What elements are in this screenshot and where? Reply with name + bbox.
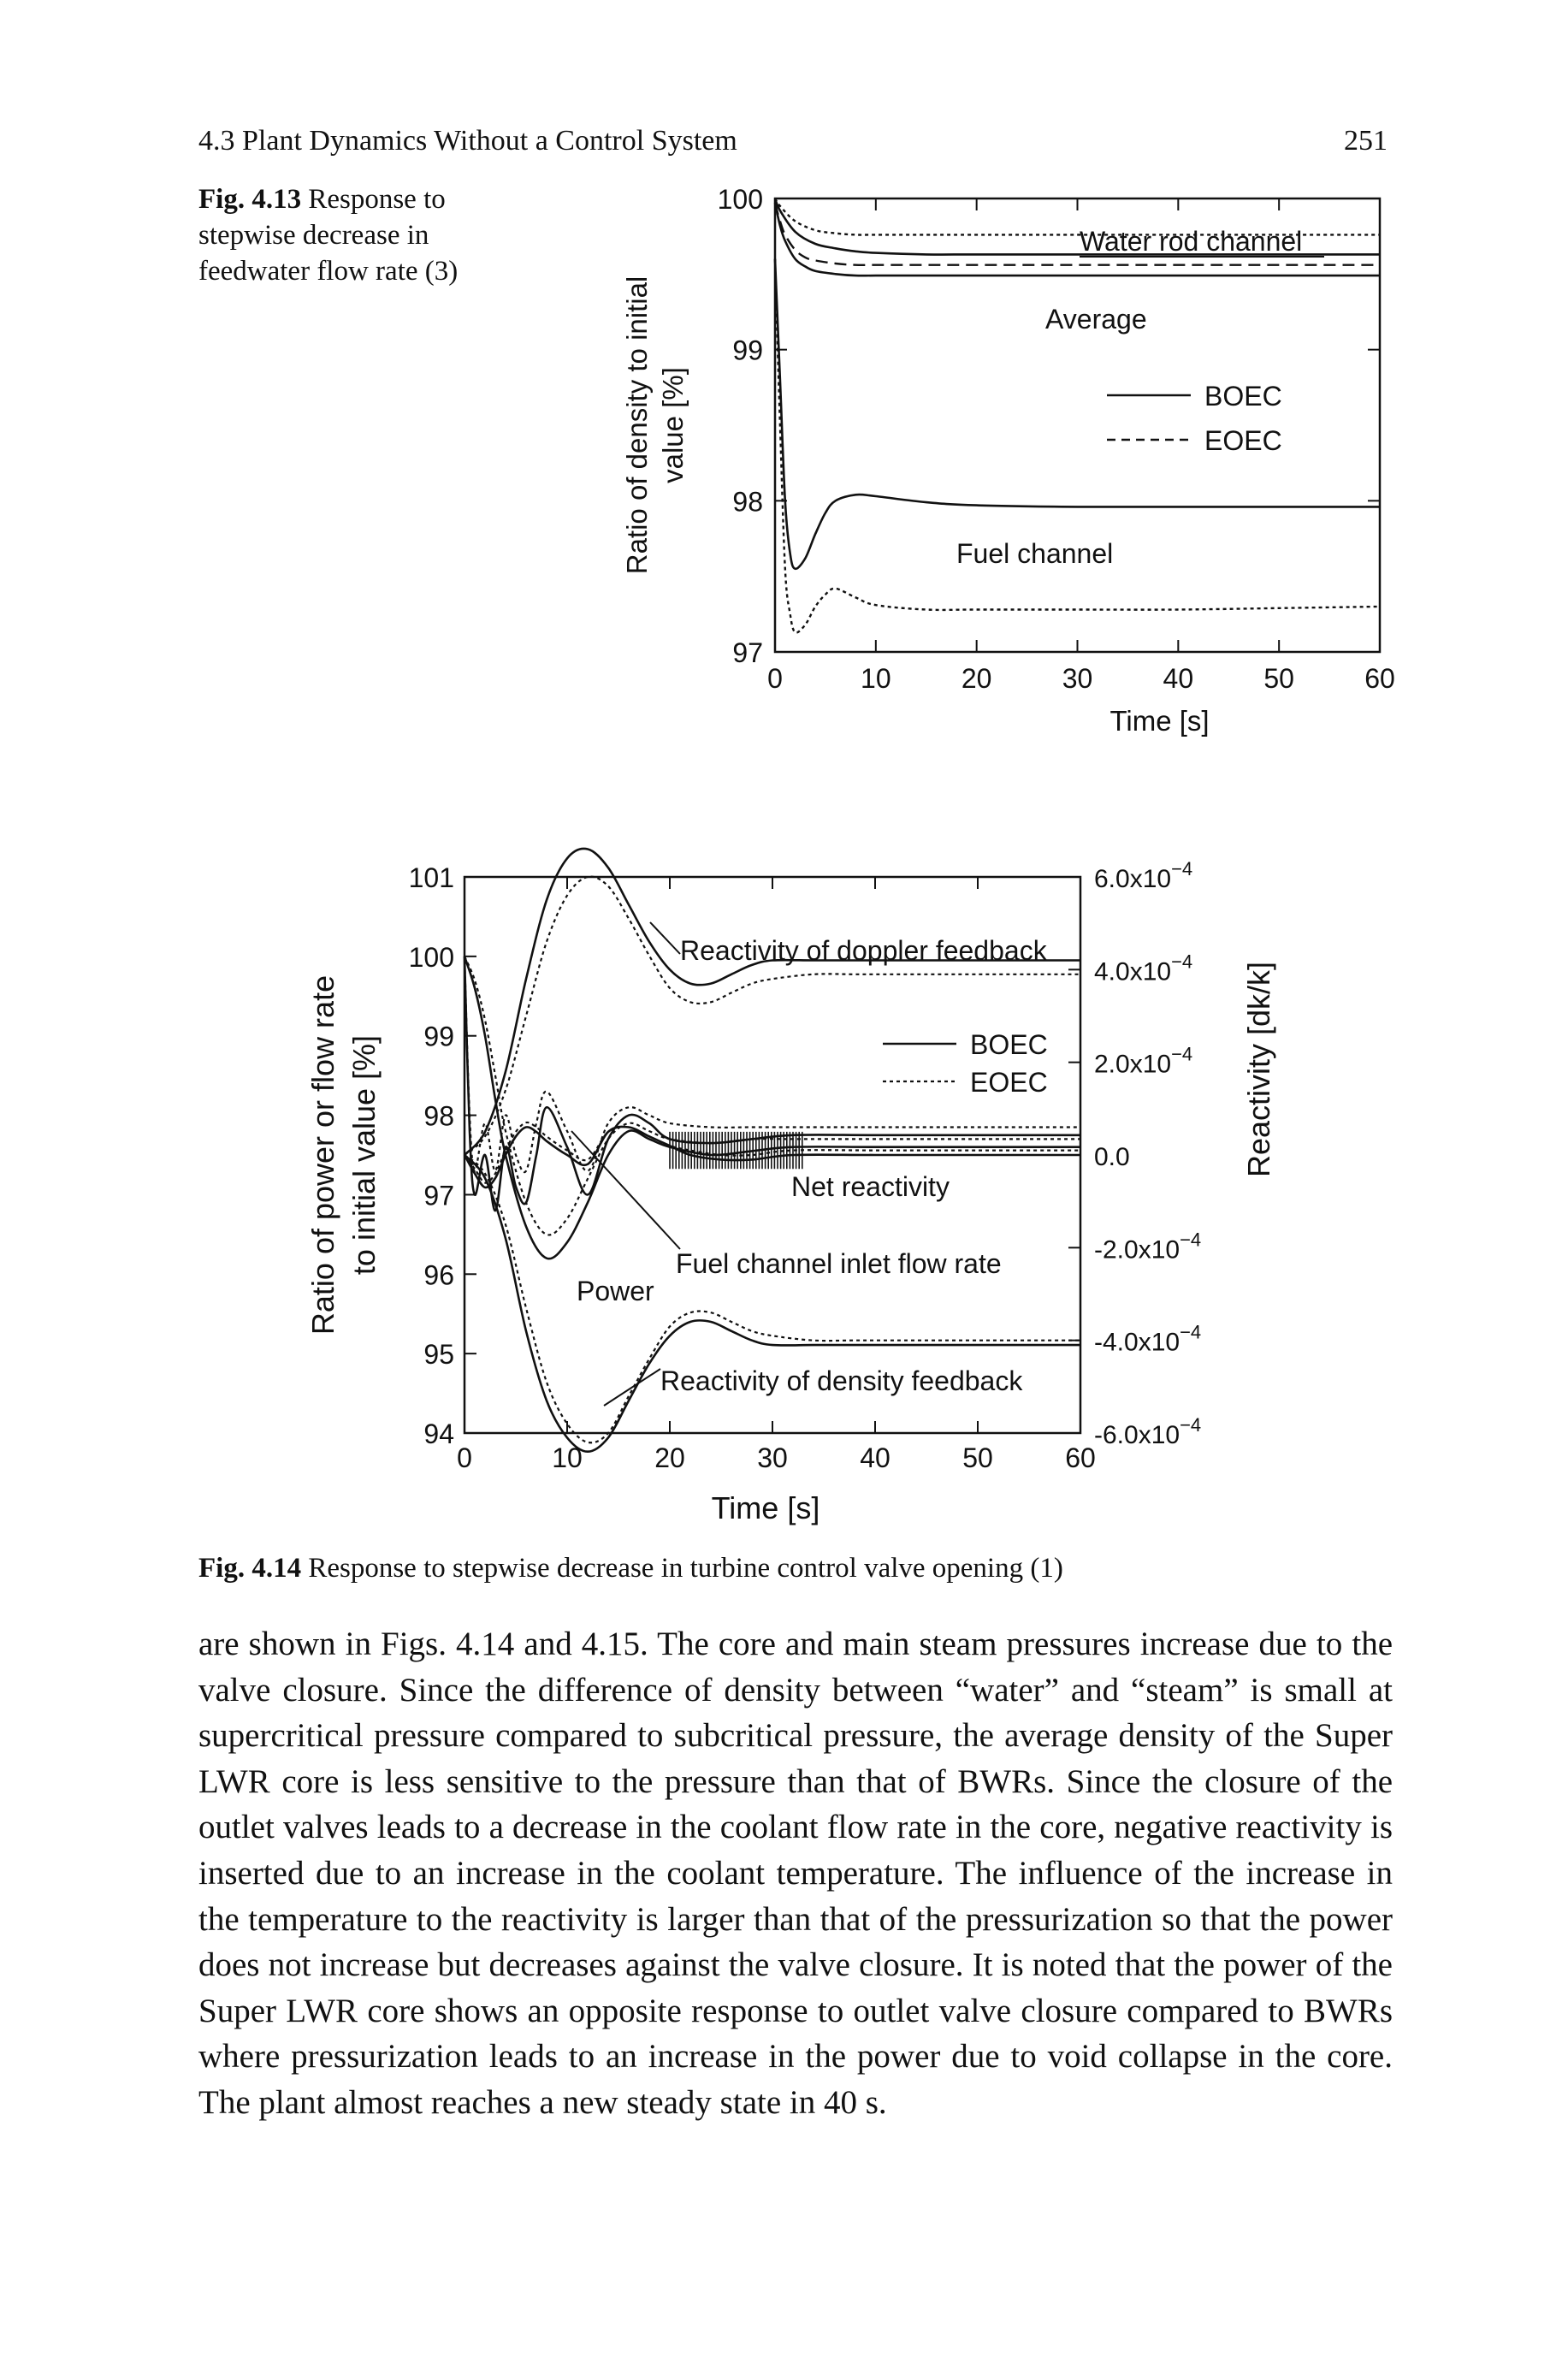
section-title: 4.3 Plant Dynamics Without a Control Sys…	[198, 125, 737, 157]
y-tick-label: 100	[718, 184, 763, 215]
y-right-tick-label: -4.0x10−4	[1094, 1322, 1201, 1357]
figure-4-14-caption: Fig. 4.14 Response to stepwise decrease …	[198, 1553, 1396, 1584]
line-reactivity-of-doppler-feedback-eoec	[464, 875, 1080, 1156]
body-paragraph: are shown in Figs. 4.14 and 4.15. The co…	[198, 1626, 1393, 2121]
x-tick-label: 30	[757, 1442, 788, 1473]
annotation-doppler-leader	[649, 921, 681, 955]
line-fuel-channel-inlet-flow-rate-eoec	[463, 956, 1080, 1236]
line-average-boec	[773, 203, 1380, 277]
x-tick-label: 60	[1065, 1442, 1096, 1473]
legend-eoec-label: EOEC	[1204, 425, 1282, 456]
line-water-rod-channel-boec	[773, 198, 1380, 256]
y-right-tick-label: 2.0x10−4	[1094, 1044, 1192, 1079]
y-right-tick-label: 4.0x10−4	[1094, 951, 1192, 986]
x-axis-label: Time [s]	[1109, 705, 1209, 737]
x-tick-label: 50	[1263, 663, 1294, 694]
y-tick-label: 98	[423, 1101, 454, 1132]
annotation-fuel-channel: Fuel channel	[956, 538, 1113, 569]
annotation-density-feedback: Reactivity of density feedback	[660, 1365, 1023, 1396]
y-right-axis-label: Reactivity [dk/k]	[1241, 962, 1276, 1177]
x-tick-label: 60	[1364, 663, 1395, 694]
y-tick-label: 95	[423, 1339, 454, 1370]
x-tick-label: 10	[861, 663, 891, 694]
y-tick-label: 100	[409, 942, 454, 973]
y-tick-label: 96	[423, 1259, 454, 1290]
x-tick-label: 40	[860, 1442, 891, 1473]
legend-eoec-label: EOEC	[970, 1067, 1048, 1098]
y-right-tick-label: 0.0	[1094, 1143, 1130, 1171]
x-axis-label: Time [s]	[712, 1490, 820, 1525]
y-tick-label: 99	[423, 1022, 454, 1052]
line-net-reactivity-eoec	[464, 1121, 1080, 1184]
annotation-average: Average	[1045, 304, 1147, 335]
figure-4-13-caption: Fig. 4.13 Response to stepwise decrease …	[198, 181, 506, 290]
figure-4-14-caption-text: Response to stepwise decrease in turbine…	[308, 1553, 1063, 1584]
annotation-power: Power	[577, 1276, 654, 1306]
x-tick-label: 40	[1163, 663, 1194, 694]
annotation-doppler: Reactivity of doppler feedback	[680, 935, 1048, 966]
x-tick-label: 20	[654, 1442, 685, 1473]
annotation-water-rod-channel: Water rod channel	[1080, 226, 1302, 257]
annotation-density-leader	[603, 1368, 661, 1407]
y-right-tick-label: 6.0x10−4	[1094, 858, 1192, 893]
y-tick-label: 98	[732, 486, 763, 517]
x-tick-label: 20	[962, 663, 992, 694]
line-fuel-channel-inlet-flow-rate-boec	[463, 956, 1080, 1260]
line-reactivity-of-density-feedback-eoec	[464, 1154, 1080, 1444]
line-power-eoec	[463, 956, 1080, 1174]
line-fuel-channel-boec	[773, 258, 1381, 571]
legend-boec-label: BOEC	[970, 1029, 1048, 1060]
y-tick-label: 97	[423, 1180, 454, 1211]
line-reactivity-of-density-feedback-boec	[464, 1154, 1080, 1454]
y-right-tick-label: -6.0x10−4	[1094, 1414, 1201, 1449]
annotation-net-reactivity: Net reactivity	[791, 1171, 950, 1202]
y-tick-label: 101	[409, 862, 454, 893]
y-tick-label: 97	[732, 637, 763, 668]
y-right-tick-label: -2.0x10−4	[1094, 1229, 1201, 1264]
page-number: 251	[1344, 125, 1388, 157]
legend-boec-label: BOEC	[1204, 381, 1282, 412]
x-tick-label: 30	[1062, 663, 1093, 694]
running-head: 4.3 Plant Dynamics Without a Control Sys…	[198, 125, 1388, 157]
figure-4-14-label: Fig. 4.14	[198, 1553, 302, 1584]
line-fuel-channel-eoec	[773, 258, 1381, 634]
x-tick-label: 0	[767, 663, 783, 694]
x-tick-label: 0	[457, 1442, 472, 1473]
annotation-inlet-flow-leader	[571, 1130, 681, 1250]
figure-4-13-label: Fig. 4.13	[198, 184, 302, 215]
x-tick-label: 50	[962, 1442, 993, 1473]
annotation-inlet-flow: Fuel channel inlet flow rate	[676, 1248, 1002, 1279]
y-tick-label: 99	[732, 335, 763, 366]
figure-4-13-caption-text: Response to stepwise decrease in feedwat…	[198, 184, 459, 287]
y-tick-label: 94	[423, 1418, 454, 1449]
net-reactivity-oscillation	[669, 1131, 803, 1170]
line-reactivity-of-doppler-feedback-boec	[464, 847, 1080, 1156]
line-average-eoec	[773, 202, 1380, 267]
